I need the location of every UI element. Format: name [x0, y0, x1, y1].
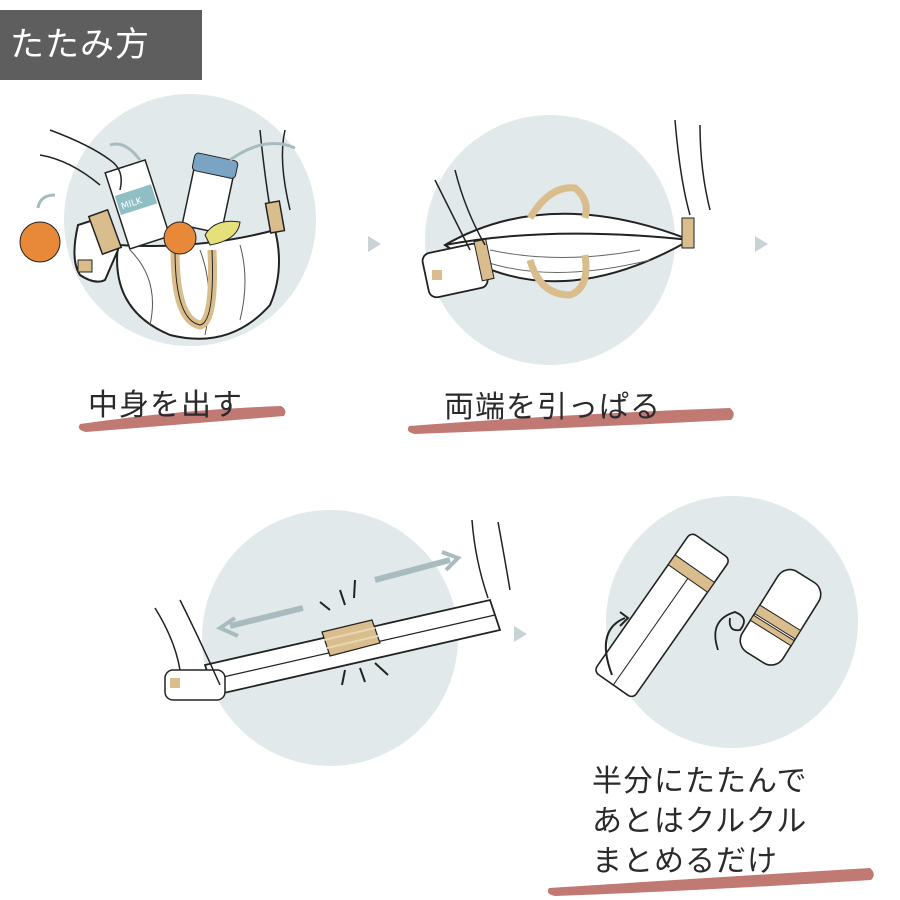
page-title: たたみ方 [10, 25, 150, 65]
next-arrow-icon [755, 236, 768, 252]
next-arrow-icon [514, 626, 527, 642]
bag-emptying-illustration: MILK [19, 94, 316, 346]
step-4-caption-line-2: あとはクルクル [592, 804, 808, 839]
next-arrow-icon [368, 236, 381, 252]
step-1-caption: 中身を出す [88, 388, 243, 423]
step-4-caption: 半分にたたんで あとはクルクル まとめるだけ [592, 762, 808, 882]
bag-pulled-ends-illustration [421, 115, 711, 365]
step-2-panel: 両端を引っぱる [400, 100, 760, 440]
step-3-panel [150, 490, 540, 766]
page-title-banner: たたみ方 [0, 10, 202, 80]
caption-underline-brush [545, 862, 875, 896]
bag-stretched-flat-illustration [154, 510, 511, 766]
caption-underline-brush [76, 400, 288, 432]
step-4-panel: 半分にたたんで あとはクルクル まとめるだけ [540, 496, 880, 900]
step-1-panel: MILK 中身を出す [0, 94, 340, 440]
step-2-caption: 両端を引っぱる [444, 390, 661, 425]
step-4-caption-line-3: まとめるだけ [592, 844, 778, 879]
caption-underline-brush [405, 400, 735, 434]
bag-fold-roll-illustration [595, 496, 858, 748]
step-4-caption-line-1: 半分にたたんで [592, 764, 808, 799]
